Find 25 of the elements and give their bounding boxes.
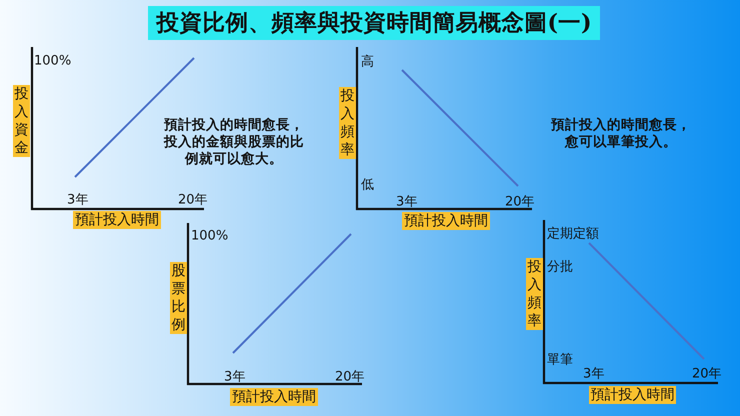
tick-label: 3年 xyxy=(583,368,604,380)
axis-title: 股票比例 xyxy=(170,262,187,334)
axis-title: 投入頻率 xyxy=(339,87,356,159)
tick-label: 3年 xyxy=(67,194,88,206)
tick-label: 3年 xyxy=(396,196,418,208)
axis-title: 預計投入時間 xyxy=(230,388,318,406)
axis-title: 預計投入時間 xyxy=(589,386,676,404)
axis-title: 投入頻率 xyxy=(526,258,543,330)
title: 投資比例、頻率與投資時間簡易概念圖(一) xyxy=(148,6,600,40)
tick-label: 20年 xyxy=(692,368,722,380)
tick-label: 3年 xyxy=(224,370,246,384)
tick-label: 20年 xyxy=(505,196,535,208)
tick-label: 高 xyxy=(361,56,374,68)
axis-title: 預計投入時間 xyxy=(73,211,161,229)
tick-label: 100% xyxy=(191,230,228,242)
axis-title: 投入資金 xyxy=(13,85,30,157)
axis-title: 預計投入時間 xyxy=(402,212,490,230)
note-text: 預計投入的時間愈長，投入的金額與股票的比例就可以愈大。 xyxy=(164,117,304,168)
tick-label: 單筆 xyxy=(547,354,573,366)
tick-label: 低 xyxy=(361,178,374,192)
tick-label: 定期定額 xyxy=(547,228,599,240)
note-text: 預計投入的時間愈長，愈可以單筆投入。 xyxy=(551,117,691,151)
tick-label: 100% xyxy=(34,54,72,68)
tick-label: 20年 xyxy=(335,370,365,384)
tick-label: 20年 xyxy=(178,194,208,206)
